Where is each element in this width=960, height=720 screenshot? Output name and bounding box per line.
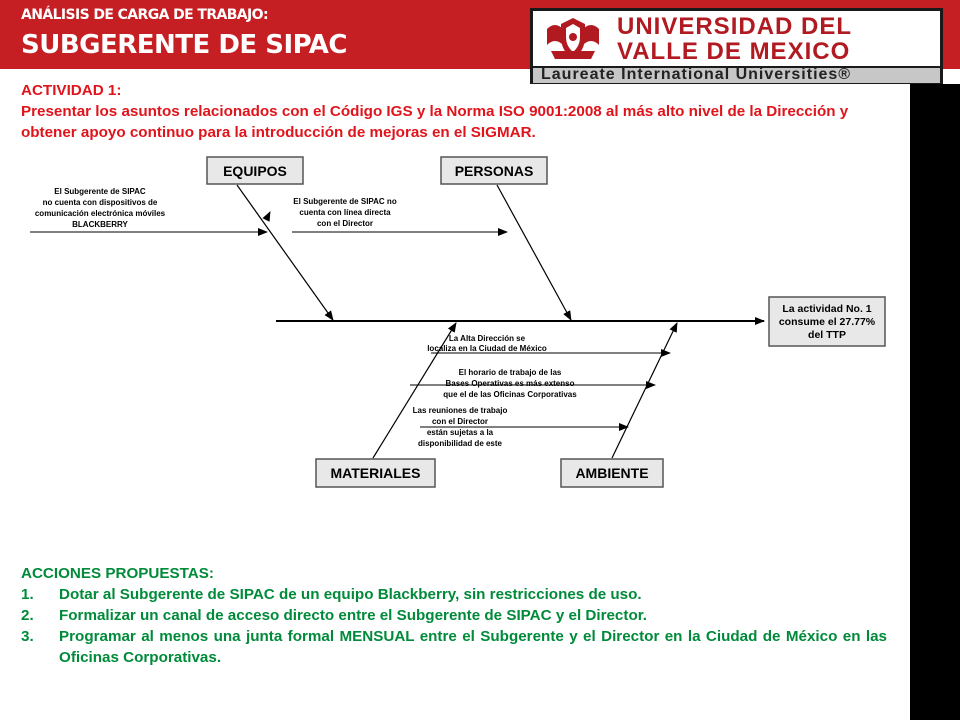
action-item: 3. Programar al menos una junta formal ME… — [21, 626, 887, 668]
category-equipos: EQUIPOS — [206, 156, 304, 185]
cause-equipos: El Subgerente de SIPAC no cuenta con dis… — [35, 187, 166, 229]
cause-personas-line-2: cuenta con línea directa — [299, 208, 391, 217]
cause-ambiente-3-line-2: con el Director — [432, 417, 488, 426]
cause-ambiente-2: El horario de trabajo de las Bases Opera… — [443, 368, 577, 399]
cause-ambiente-1-line-1: La Alta Dirección se — [449, 334, 526, 343]
logo-line-1: UNIVERSIDAD DEL — [617, 13, 853, 40]
cause-equipos-line-3: comunicación electrónica móviles — [35, 209, 166, 218]
right-black-bar — [910, 84, 960, 720]
university-logo: UNIVERSIDAD DEL VALLE DE MEXICO Laureate… — [530, 8, 943, 84]
cause-equipos-line-4: BLACKBERRY — [72, 220, 128, 229]
logo-tagline: Laureate International Universities® — [541, 66, 852, 83]
university-crest-icon — [541, 15, 605, 63]
cause-ambiente-1-line-2: localiza en la Ciudad de México — [427, 344, 547, 353]
effect-line-3: del TTP — [808, 329, 846, 341]
cause-ambiente-3-line-3: están sujetas a la — [427, 428, 494, 437]
action-number: 1. — [21, 586, 34, 603]
action-number: 2. — [21, 607, 34, 624]
cause-ambiente-2-line-3: que el de las Oficinas Corporativas — [443, 390, 577, 399]
category-materiales-label: MATERIALES — [331, 465, 421, 481]
category-ambiente-label: AMBIENTE — [575, 465, 648, 481]
action-item: 2. Formalizar un canal de acceso directo … — [21, 605, 887, 626]
cause-equipos-line-1: El Subgerente de SIPAC — [54, 187, 146, 196]
logo-line-2: VALLE DE MEXICO — [617, 38, 851, 65]
cause-ambiente-1: La Alta Dirección se localiza en la Ciud… — [427, 334, 547, 353]
cause-ambiente-3-line-4: disponibilidad de este — [418, 439, 503, 448]
bone-ambiente — [611, 322, 678, 459]
action-text: Programar al menos una junta formal MENS… — [59, 628, 887, 666]
activity-description: Presentar los asuntos relacionados con e… — [21, 103, 849, 141]
action-item: 1. Dotar al Subgerente de SIPAC de un equ… — [21, 584, 887, 605]
cause-personas: El Subgerente de SIPAC no cuenta con lín… — [293, 197, 397, 228]
logo-tagline-band: Laureate International Universities® — [533, 66, 940, 83]
bone-equipos — [236, 184, 334, 321]
actions-block: ACCIONES PROPUESTAS: 1. Dotar al Subgeren… — [21, 563, 887, 668]
category-personas-label: PERSONAS — [455, 163, 534, 179]
action-number: 3. — [21, 628, 34, 645]
cause-ambiente-3: Las reuniones de trabajo con el Director… — [413, 406, 508, 448]
action-text: Formalizar un canal de acceso directo en… — [59, 607, 648, 624]
cause-arrow-equipos-tick — [262, 211, 271, 222]
category-personas: PERSONAS — [440, 156, 548, 185]
cause-ambiente-2-line-2: Bases Operativas es más extenso — [446, 379, 575, 388]
cause-equipos-line-2: no cuenta con dispositivos de — [43, 198, 158, 207]
header-title: SUBGERENTE DE SIPAC — [21, 30, 348, 60]
bone-personas — [496, 184, 572, 321]
cause-ambiente-2-line-1: El horario de trabajo de las — [459, 368, 562, 377]
action-text: Dotar al Subgerente de SIPAC de un equip… — [59, 586, 642, 603]
bone-materiales — [372, 322, 457, 459]
actions-title: ACCIONES PROPUESTAS: — [21, 565, 214, 582]
cause-personas-line-3: con el Director — [317, 219, 373, 228]
cause-ambiente-3-line-1: Las reuniones de trabajo — [413, 406, 508, 415]
effect-line-1: La actividad No. 1 — [782, 303, 871, 315]
actions-list: 1. Dotar al Subgerente de SIPAC de un equ… — [21, 584, 887, 668]
cause-personas-line-1: El Subgerente de SIPAC no — [293, 197, 397, 206]
header-kicker: ANÁLISIS DE CARGA DE TRABAJO: — [21, 7, 269, 23]
effect-line-2: consume el 27.77% — [779, 316, 876, 328]
effect-box: La actividad No. 1 consume el 27.77% del… — [768, 296, 886, 347]
category-materiales: MATERIALES — [315, 458, 436, 488]
category-ambiente: AMBIENTE — [560, 458, 664, 488]
activity-title: ACTIVIDAD 1: — [21, 82, 122, 99]
activity-block: ACTIVIDAD 1: Presentar los asuntos relac… — [21, 80, 901, 143]
category-equipos-label: EQUIPOS — [223, 163, 287, 179]
